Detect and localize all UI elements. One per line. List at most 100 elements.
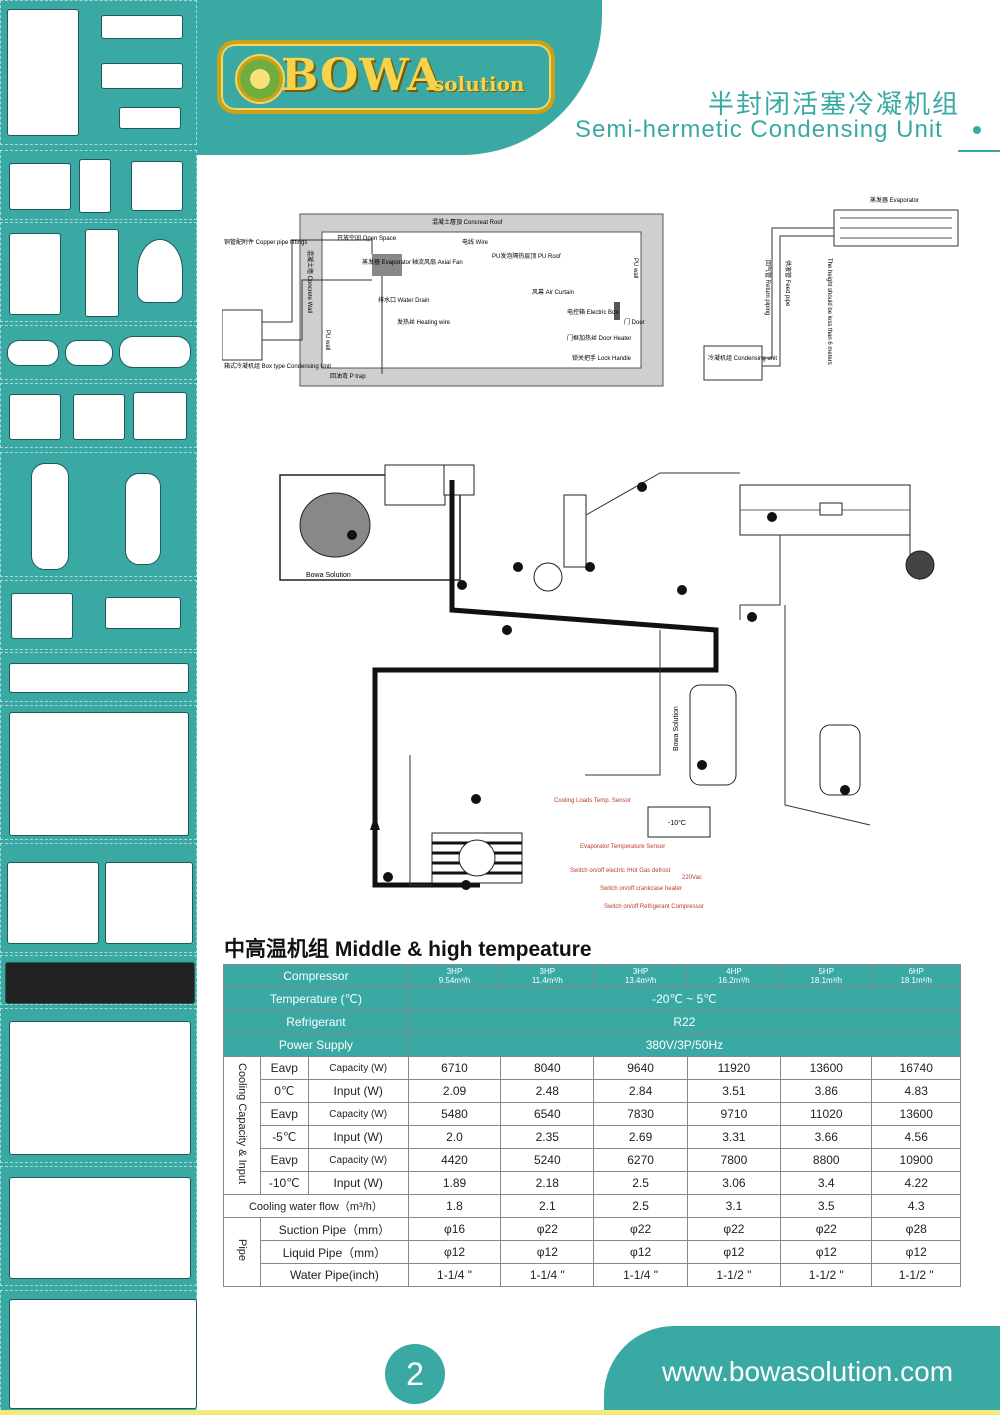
table-cell: 1.89 (407, 1171, 502, 1195)
table-cell: φ12 (871, 1240, 961, 1264)
website-url[interactable]: www.bowasolution.com (662, 1356, 954, 1387)
label-box-unit: 箱式冷凝机组 Box type Condensing Unit (224, 362, 331, 370)
evap-temp: 0℃ (260, 1079, 309, 1103)
table-cell: φ22 (780, 1217, 873, 1241)
table-cell: φ22 (500, 1217, 595, 1241)
filter-drier-image (119, 336, 191, 368)
switch-defrost-label: Switch on/off electric /Hot Gas defrost (570, 868, 671, 874)
table-cell: 9640 (593, 1056, 688, 1080)
label-pu-roof: PU发泡隔热层顶 PU Roof (492, 252, 561, 260)
table-cell: 13600 (780, 1056, 873, 1080)
sidebar-cell (0, 652, 197, 702)
page-number: 2 (385, 1344, 445, 1404)
table-cell: 11020 (780, 1102, 873, 1126)
water-pipe-label: Water Pipe(inch) (260, 1263, 409, 1287)
table-cell: 5480 (407, 1102, 502, 1126)
table-cell: φ22 (593, 1217, 688, 1241)
label-water-drain: 排水口 Water Drain (378, 296, 429, 304)
exploded-diagram-image (9, 712, 189, 836)
filter-drier-image (7, 340, 59, 366)
title-dot (973, 126, 981, 134)
install-label-evaporator: 蒸发器 Evaporator (870, 196, 919, 204)
table-cell: 13600 (871, 1102, 961, 1126)
table-cell: 2.69 (593, 1125, 688, 1149)
flange-image (133, 392, 187, 440)
sidebar-cell (0, 150, 197, 220)
table-cell: φ12 (780, 1240, 873, 1264)
label-door: 门 Door (624, 318, 645, 326)
eavp-label: Eavp (260, 1102, 309, 1126)
table-cell: 2.5 (593, 1171, 688, 1195)
compressor-label: Compressor (223, 964, 409, 988)
capacity-label: Capacity (W) (307, 1056, 409, 1080)
input-label: Input (W) (307, 1079, 409, 1103)
filter-drier-image (65, 340, 113, 366)
table-cell: 4.3 (871, 1194, 961, 1218)
sidebar-cell (0, 1166, 197, 1286)
logo-sub: solution (433, 72, 525, 96)
label-evaporator: 蒸发器 Evaporator (362, 258, 411, 266)
table-cell: φ12 (686, 1240, 782, 1264)
check-valve-image (105, 597, 181, 629)
table-cell: 11920 (686, 1056, 782, 1080)
solenoid-valve-image (11, 593, 73, 639)
table-cell: 3.1 (686, 1194, 782, 1218)
rail-image (9, 663, 189, 693)
compressor-brand-label: Bowa Solution (306, 572, 351, 579)
label-pu-wall-right: PU wall (632, 258, 638, 278)
evap-temp: -5℃ (260, 1125, 309, 1149)
receiver-image (9, 233, 61, 315)
table-cell: φ16 (407, 1217, 502, 1241)
table-cell: 4.83 (871, 1079, 961, 1103)
table-cell: 3.51 (686, 1079, 782, 1103)
table-cell: 1-1/2 " (780, 1263, 873, 1287)
capacity-label: Capacity (W) (307, 1102, 409, 1126)
cold-room-svg: 混凝土層頂 Concreat Roof 开放空间 Open Space 电线 W… (221, 213, 664, 387)
label-axial-fan: 轴流风扇 Axial Fan (412, 258, 463, 266)
sidebar-cell (0, 0, 197, 145)
table-cell: 5240 (500, 1148, 595, 1172)
filter-image (119, 107, 181, 129)
sidebar-cell (0, 705, 197, 840)
page-title-en: Semi-hermetic Condensing Unit (575, 116, 943, 143)
sidebar-cell (0, 222, 197, 322)
label-door-heater: 门框加热丝 Door Heater (567, 334, 631, 342)
power-row: Power Supply 380V/3P/50Hz (223, 1033, 962, 1057)
sidebar-cell (0, 325, 197, 380)
valve-image (101, 63, 183, 89)
plate-heat-exchanger-image (7, 9, 79, 136)
eavp-label: Eavp (260, 1056, 309, 1080)
suction-label: Suction Pipe（mm） (260, 1217, 409, 1241)
sidebar-cell (0, 452, 197, 577)
title-rule (958, 150, 1000, 152)
table-cell: 1-1/4 " (407, 1263, 502, 1287)
label-pu-wall-left: PU wall (324, 330, 330, 350)
table-cell: 16740 (871, 1056, 961, 1080)
install-label-height: The height should be less than 6 meters (826, 258, 832, 365)
temperature-row: Temperature (℃) -20℃ ~ 5℃ (223, 987, 962, 1011)
brand-logo: BOWA solution (217, 40, 555, 114)
oil-separator-image (125, 473, 161, 565)
label-concrete-wall: 混凝土墙 Concrete Wall (306, 250, 314, 313)
switch-compressor-label: Switch on/off Refrigerant Compressor (604, 904, 704, 910)
table-cell: 4.56 (871, 1125, 961, 1149)
cold-room-diagram: 混凝土層頂 Concreat Roof 开放空间 Open Space 电线 W… (221, 210, 667, 388)
footer-band (604, 1326, 1000, 1415)
voltage-label: 220Vac (682, 875, 702, 881)
section-heading: 中高温机组 Middle & high tempeature (224, 938, 592, 961)
ball-valve-image (73, 394, 125, 440)
valve-image (9, 163, 71, 210)
table-cell: 2.5 (593, 1194, 688, 1218)
valve-image (101, 15, 183, 39)
installation-svg: 蒸发器 Evaporator 冷凝机组 Condensing unit The … (703, 196, 959, 381)
table-row: Water Pipe(inch) 1-1/4 " 1-1/4 " 1-1/4 "… (224, 1263, 961, 1287)
separator-image (137, 239, 183, 303)
install-label-unit: 冷凝机组 Condensing unit (708, 354, 777, 362)
table-row: Cooling water flow（m³/h） 1.8 2.1 2.5 3.1… (223, 1194, 961, 1218)
installation-diagram: 蒸发器 Evaporator 冷凝机组 Condensing unit The … (700, 188, 965, 388)
sidebar-cell (0, 843, 197, 953)
table-cell: 3.4 (780, 1171, 873, 1195)
